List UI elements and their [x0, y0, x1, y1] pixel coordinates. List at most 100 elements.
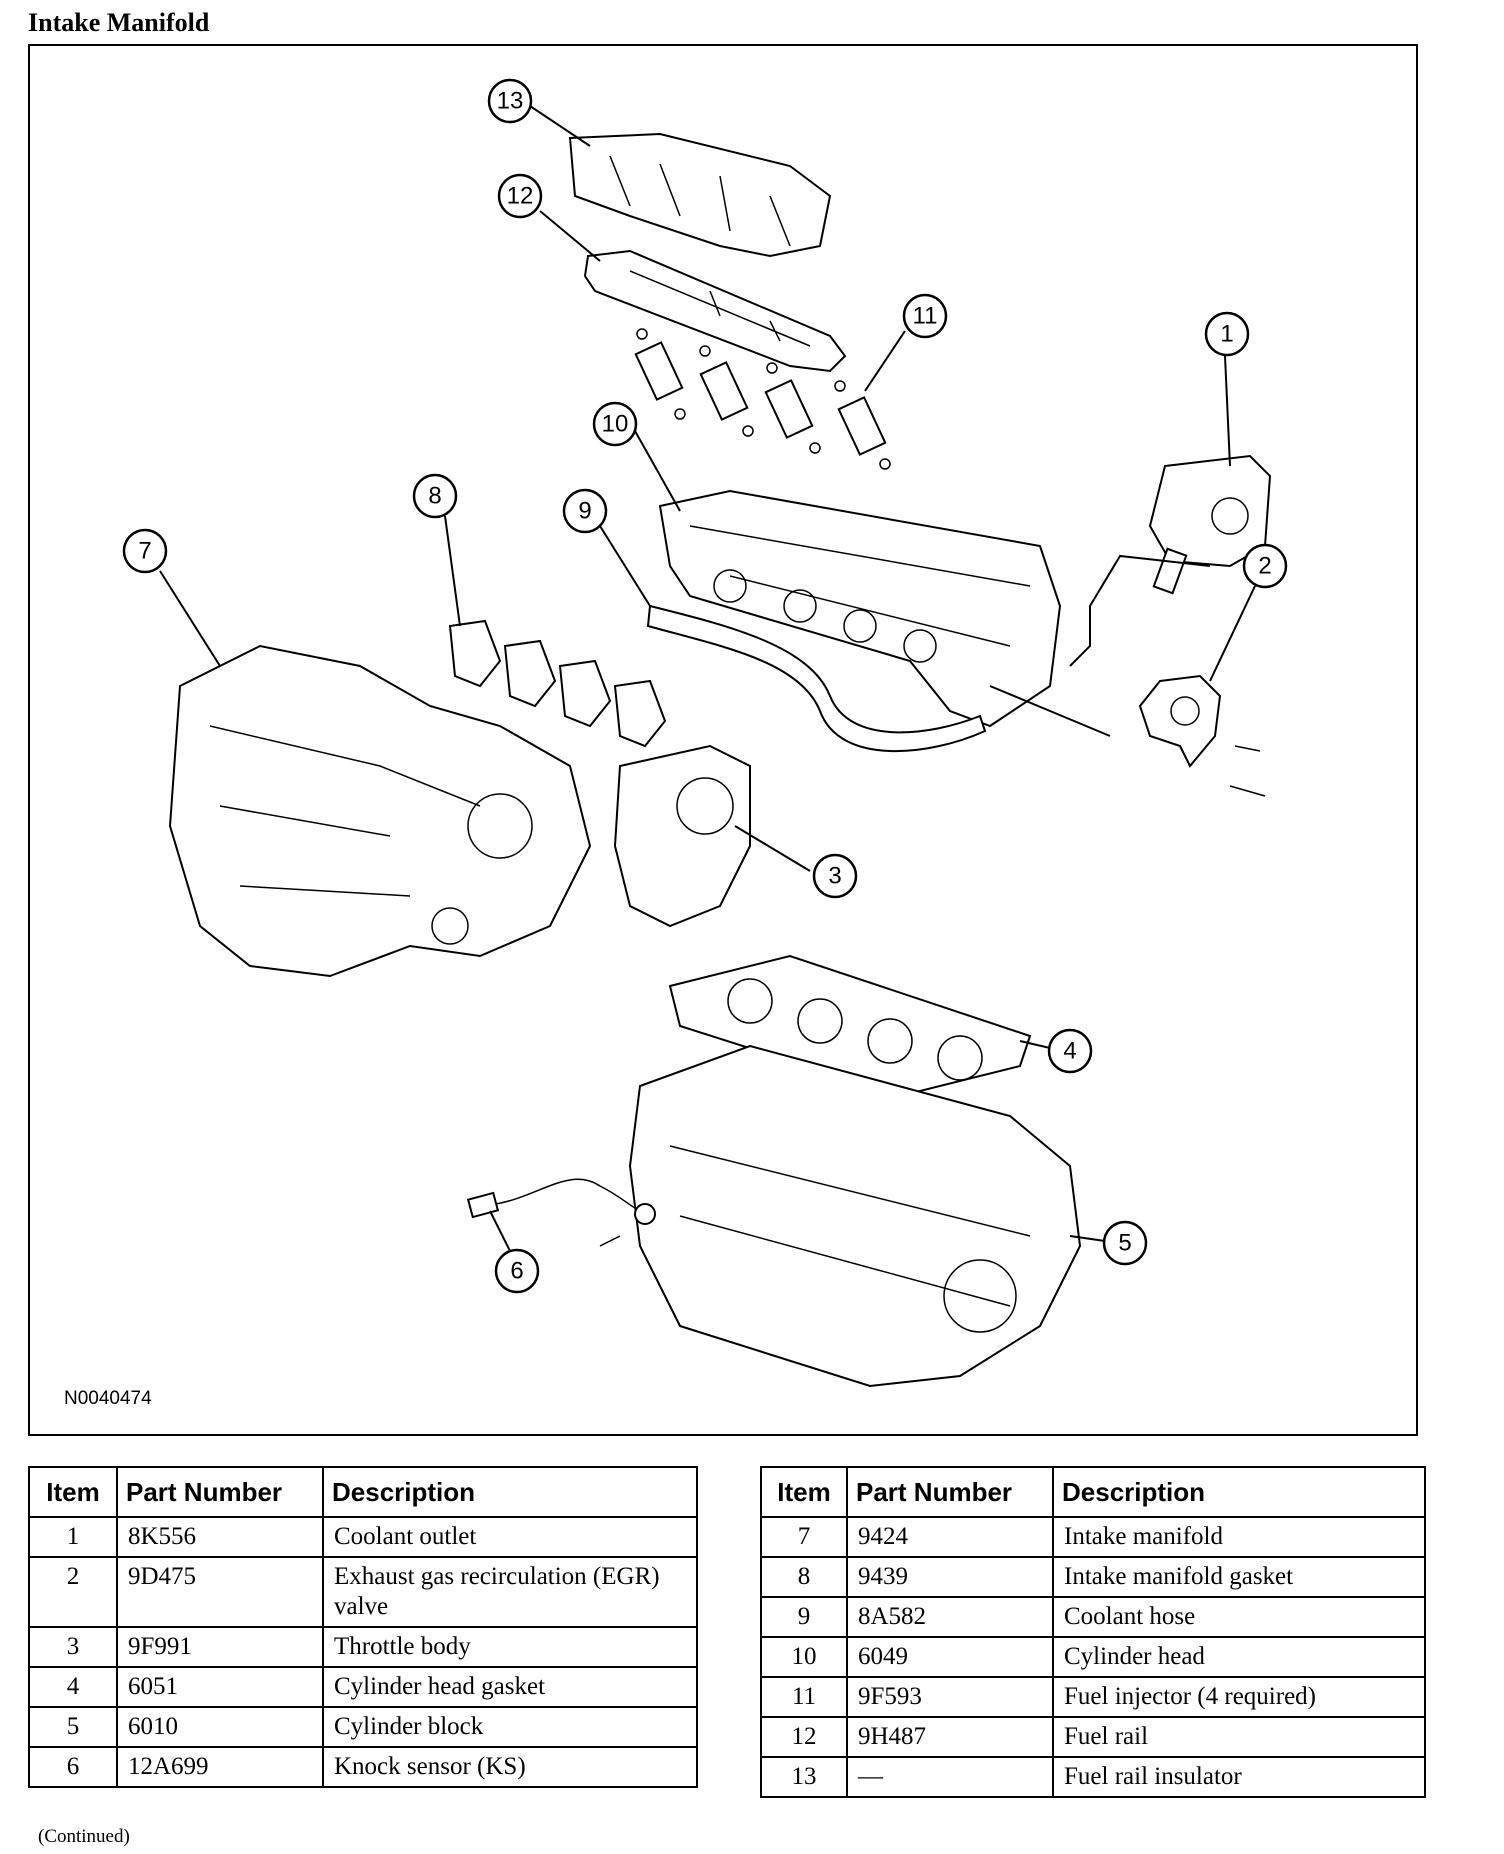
- callout-1: 1: [1204, 311, 1250, 467]
- item-cell: 8: [760, 1556, 848, 1598]
- table-header-row: Item Part Number Description: [28, 1466, 698, 1518]
- part-number-cell: 12A699: [116, 1746, 324, 1788]
- table-row: 13—Fuel rail insulator: [760, 1756, 1426, 1798]
- description-cell: Throttle body: [322, 1626, 698, 1668]
- part-number-cell: —: [846, 1756, 1054, 1798]
- item-cell: 12: [760, 1716, 848, 1758]
- callout-5-label: 5: [1118, 1230, 1131, 1257]
- item-cell: 3: [28, 1626, 118, 1668]
- description-cell: Exhaust gas recirculation (EGR) valve: [322, 1556, 698, 1628]
- item-cell: 13: [760, 1756, 848, 1798]
- egr-valve-drawing: [989, 674, 1266, 797]
- part-number-cell: 9439: [846, 1556, 1054, 1598]
- intake-manifold-drawing: [168, 644, 592, 978]
- item-cell: 10: [760, 1636, 848, 1678]
- exploded-diagram: 13 12 11 1 10 8 9 2: [28, 44, 1418, 1436]
- callout-8-label: 8: [428, 483, 441, 510]
- cylinder-head-drawing: [658, 489, 1062, 728]
- description-cell: Cylinder head: [1052, 1636, 1426, 1678]
- callout-5: 5: [1069, 1220, 1148, 1266]
- fuel-rail-insulator-drawing: [568, 132, 832, 258]
- header-part-number: Part Number: [116, 1466, 324, 1518]
- part-number-cell: 9H487: [846, 1716, 1054, 1758]
- fuel-rail-drawing: [583, 249, 847, 373]
- callout-9-label: 9: [578, 498, 591, 525]
- diagram-drawing: 13 12 11 1 10 8 9 2: [122, 78, 1288, 1388]
- description-cell: Fuel rail insulator: [1052, 1756, 1426, 1798]
- callout-1-label: 1: [1220, 321, 1233, 348]
- intake-manifold-gaskets-drawing: [448, 619, 667, 748]
- callout-7-label: 7: [138, 538, 151, 565]
- description-cell: Coolant outlet: [322, 1516, 698, 1558]
- callout-2: 2: [1209, 543, 1288, 682]
- item-cell: 11: [760, 1676, 848, 1718]
- description-cell: Knock sensor (KS): [322, 1746, 698, 1788]
- callout-3: 3: [734, 825, 858, 899]
- part-number-cell: 6010: [116, 1706, 324, 1748]
- header-description: Description: [322, 1466, 698, 1518]
- callout-13: 13: [487, 78, 591, 147]
- fuel-injectors-drawing: [634, 328, 891, 470]
- item-cell: 2: [28, 1556, 118, 1628]
- item-cell: 5: [28, 1706, 118, 1748]
- page-title: Intake Manifold: [28, 8, 210, 37]
- figure-id: N0040474: [64, 1388, 152, 1409]
- description-cell: Cylinder head gasket: [322, 1666, 698, 1708]
- header-description: Description: [1052, 1466, 1426, 1518]
- callout-4: 4: [1019, 1028, 1093, 1074]
- callout-8: 8: [412, 473, 461, 627]
- throttle-body-drawing: [613, 744, 751, 928]
- callout-3-label: 3: [828, 863, 841, 890]
- description-cell: Coolant hose: [1052, 1596, 1426, 1638]
- item-cell: 1: [28, 1516, 118, 1558]
- callout-7: 7: [122, 528, 221, 667]
- callout-4-label: 4: [1063, 1038, 1076, 1065]
- part-number-cell: 6049: [846, 1636, 1054, 1678]
- part-number-cell: 9F593: [846, 1676, 1054, 1718]
- continued-note: (Continued): [38, 1826, 130, 1847]
- item-cell: 9: [760, 1596, 848, 1638]
- item-cell: 6: [28, 1746, 118, 1788]
- callout-10-label: 10: [602, 411, 629, 438]
- callout-11-label: 11: [913, 303, 938, 330]
- header-item: Item: [28, 1466, 118, 1518]
- cylinder-block-drawing: [628, 1044, 1082, 1388]
- callout-11: 11: [864, 293, 948, 392]
- table-header-row: Item Part Number Description: [760, 1466, 1426, 1518]
- header-item: Item: [760, 1466, 848, 1518]
- description-cell: Fuel rail: [1052, 1716, 1426, 1758]
- part-number-cell: 9F991: [116, 1626, 324, 1668]
- callout-12-label: 12: [507, 183, 534, 210]
- item-cell: 4: [28, 1666, 118, 1708]
- description-cell: Intake manifold: [1052, 1516, 1426, 1558]
- description-cell: Cylinder block: [322, 1706, 698, 1748]
- callout-12: 12: [497, 173, 601, 262]
- cylinder-head-gasket-drawing: [668, 954, 1032, 1098]
- callout-6-label: 6: [510, 1258, 523, 1285]
- item-cell: 7: [760, 1516, 848, 1558]
- callout-13-label: 13: [497, 88, 524, 115]
- description-cell: Intake manifold gasket: [1052, 1556, 1426, 1598]
- callout-6: 6: [489, 1210, 540, 1294]
- description-cell: Fuel injector (4 required): [1052, 1676, 1426, 1718]
- coolant-outlet-drawing: [1069, 454, 1272, 667]
- part-number-cell: 8K556: [116, 1516, 324, 1558]
- coolant-hose-drawing: [646, 604, 987, 753]
- knock-sensor-drawing: [466, 1178, 656, 1247]
- part-number-cell: 8A582: [846, 1596, 1054, 1638]
- part-number-cell: 6051: [116, 1666, 324, 1708]
- part-number-cell: 9D475: [116, 1556, 324, 1628]
